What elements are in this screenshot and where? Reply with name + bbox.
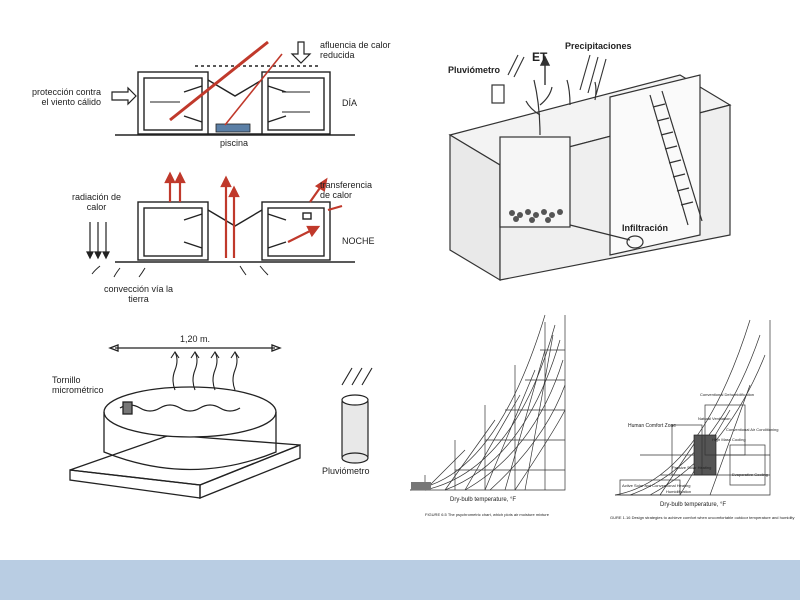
- radiation-arrows: [86, 222, 110, 260]
- strategy-evaporative-cooling: Evaporative Cooling: [732, 472, 768, 477]
- pool-label: piscina: [220, 138, 249, 148]
- gauge-drawing: [341, 394, 369, 464]
- et-label: ET: [532, 50, 548, 64]
- panel-psychrometric-right: Human Comfort Zone Natural Ventilation H…: [600, 315, 795, 530]
- heat-inflow-label: afluencia de calor reducida: [320, 40, 391, 60]
- convection-arrows: [91, 265, 269, 278]
- psy-right-caption: GURE 1.16 Design strategies to achieve c…: [610, 515, 795, 520]
- pool-icon: [215, 123, 251, 133]
- day-building: [115, 65, 355, 136]
- protection-label: protección contra el viento cálido: [32, 87, 102, 107]
- day-label: DÍA: [342, 98, 358, 108]
- strategy-passive-solar-heating: Passive Solar Heating: [672, 465, 712, 470]
- night-building: [115, 201, 355, 263]
- slide: protección contra el viento cálido aflue…: [20, 30, 795, 530]
- evaporation-pan-drawing: [69, 344, 373, 499]
- gravel-layer: [509, 209, 563, 223]
- strategy-humidification: Humidification: [666, 489, 692, 494]
- day-night-drawing: [86, 40, 355, 278]
- convection-label: convección vía la tierra: [104, 284, 174, 304]
- precipitation-label: Precipitaciones: [565, 41, 632, 51]
- panel-day-night: protección contra el viento cálido aflue…: [20, 30, 430, 310]
- psychrometric-right-chart: [614, 319, 771, 496]
- psy-right-xlabel: Dry-bulb temperature, °F: [660, 502, 727, 508]
- reduced-inflow-arrow-icon: [290, 41, 312, 64]
- heat-radiation-label: radiación de calor: [72, 192, 122, 212]
- plant-icons: [525, 79, 597, 136]
- night-heat-arrows: [164, 171, 343, 258]
- panel-evaporation-pan: 1,20 m. Tornillo micrométrico Pluviómetr…: [40, 330, 400, 530]
- strategy-conventional-ac: Conventional Air Conditioning: [726, 427, 779, 432]
- et-arrow-icon: [539, 55, 551, 85]
- wind-arrow-icon: [111, 86, 137, 106]
- gauge-label: Pluviómetro: [322, 466, 370, 476]
- strategy-active-solar: Active Solar and Conventional Heating: [622, 483, 691, 488]
- heat-transfer-label: transferencia de calor: [320, 180, 373, 200]
- strategy-conventional-dehumidification: Conventional Dehumidification: [700, 392, 755, 397]
- precip-arrows: [507, 54, 607, 96]
- psy-left-caption: FIGURE 6.5 The psychrometric chart, whic…: [425, 512, 549, 517]
- panel-lysimeter: Pluviómetro ET Precipitaciones Infiltrac…: [440, 35, 770, 285]
- strategy-high-mass-cooling: High Mass Cooling: [712, 437, 746, 442]
- sun-ray-arrows: [169, 40, 283, 126]
- panel-psychrometric-left: Dry-bulb temperature, °F FIGURE 6.5 The …: [405, 310, 595, 525]
- rain-gauge-label: Pluviómetro: [448, 65, 501, 75]
- night-label: NOCHE: [342, 236, 375, 246]
- infiltration-label: Infiltración: [622, 223, 669, 233]
- lysimeter-drawing: [448, 54, 732, 282]
- strategy-natural-ventilation: Natural Ventilation: [698, 416, 731, 421]
- psychrometric-left-chart: [409, 314, 566, 491]
- width-label: 1,20 m.: [180, 334, 211, 344]
- footer-band: [0, 560, 800, 600]
- vapor-arrows: [170, 351, 240, 391]
- screw-label: Tornillo micrométrico: [52, 375, 104, 395]
- psy-left-xlabel: Dry-bulb temperature, °F: [450, 497, 517, 503]
- comfort-zone-label: Human Comfort Zone: [628, 423, 677, 429]
